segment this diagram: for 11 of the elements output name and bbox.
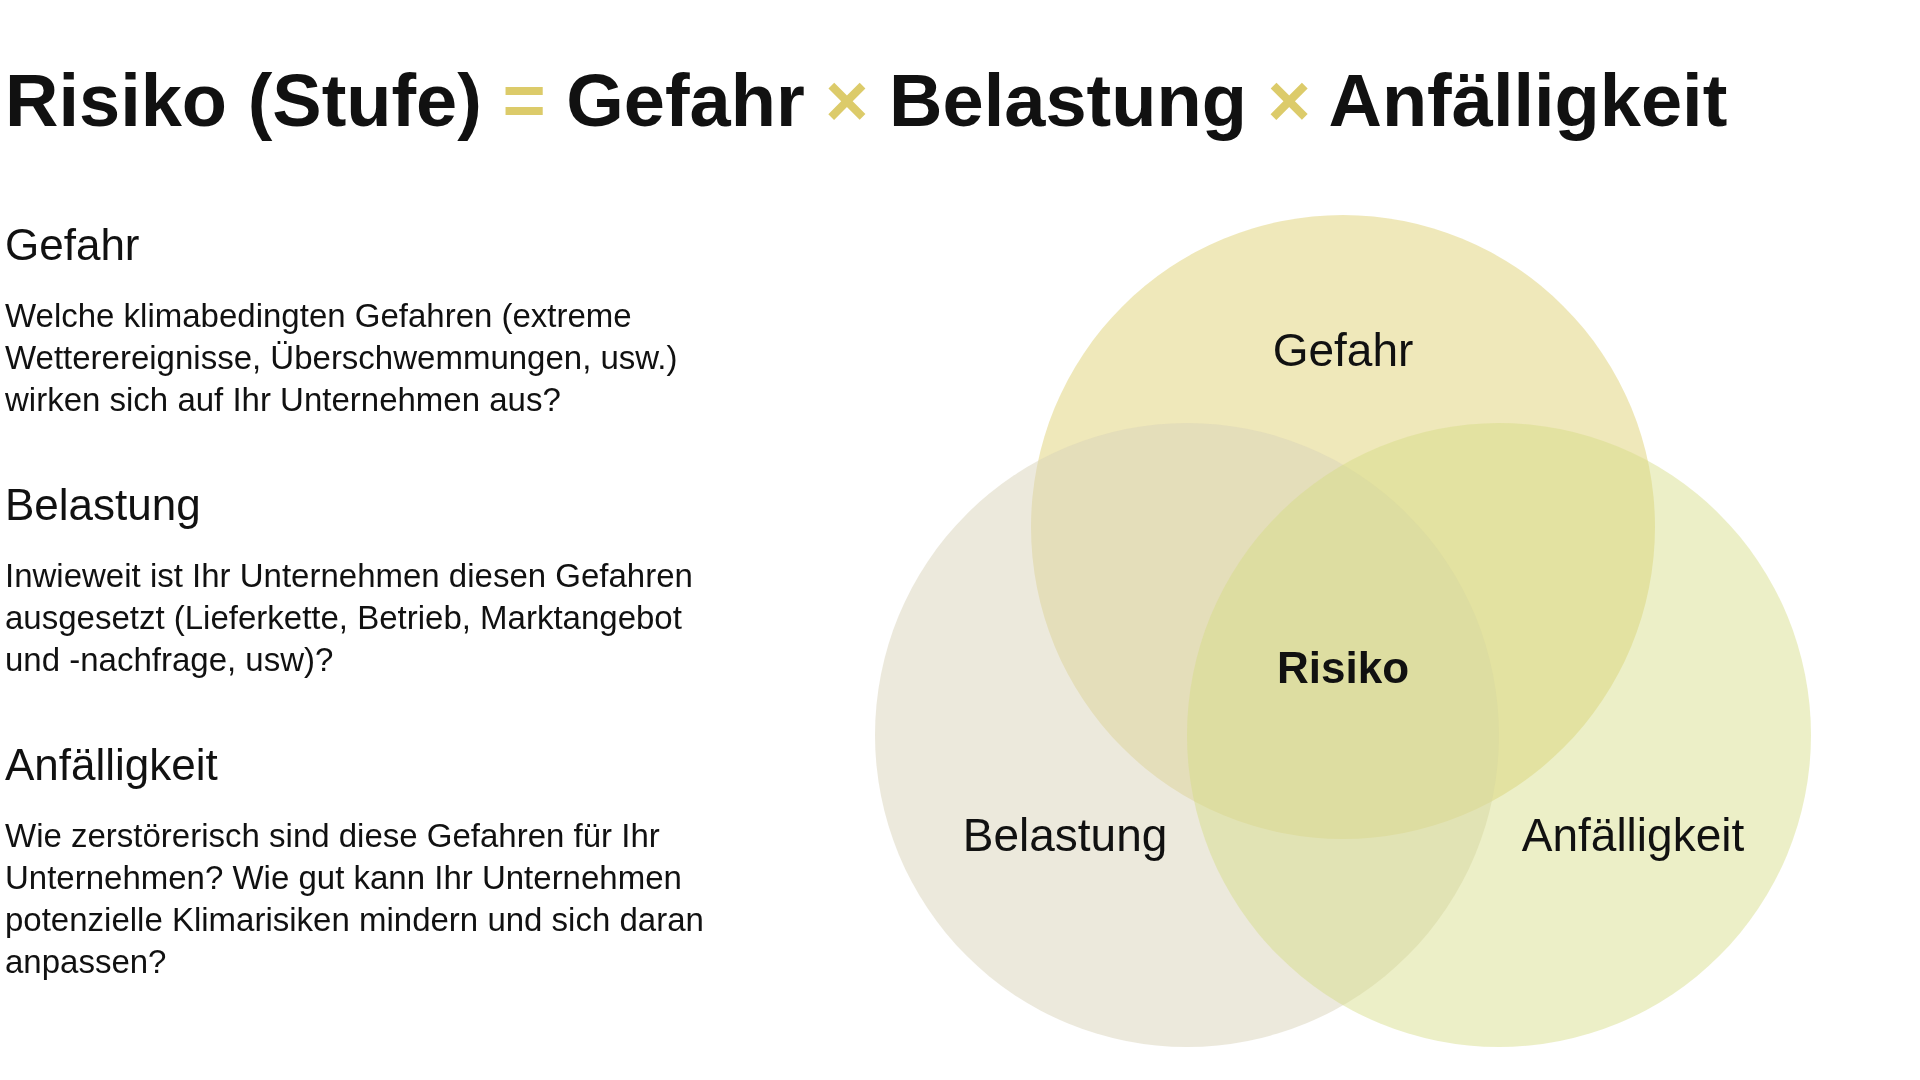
- circle-label: Belastung: [962, 808, 1168, 862]
- section-heading: Belastung: [5, 480, 202, 530]
- formula-title: Risiko (Stufe) = Gefahr × Belastung × Anfälligkeit: [5, 58, 1728, 143]
- center-label: Risiko: [1277, 643, 1409, 693]
- circle-label: Anfälligkeit: [1521, 808, 1745, 862]
- section-text: Wie zerstörerisch sind diese Gefahren für Ihr Unternehmen? Wie gut kann Ihr Unternehmen potenzielle Klimarisiken mindern und sich daran anpassen?: [5, 816, 705, 982]
- section-heading: Gefahr: [5, 220, 141, 270]
- circle-label: Gefahr: [1272, 323, 1414, 377]
- section-heading: Anfälligkeit: [5, 740, 219, 790]
- section-text: Welche klimabedingten Gefahren (extreme Wetterereignisse, Überschwemmungen, usw.) wirken sich auf Ihr Unternehmen aus?: [5, 296, 679, 420]
- section-text: Inwieweit ist Ihr Unternehmen diesen Gefahren ausgesetzt (Lieferkette, Betrieb, Marktangebot und -nachfrage, usw)?: [5, 556, 694, 680]
